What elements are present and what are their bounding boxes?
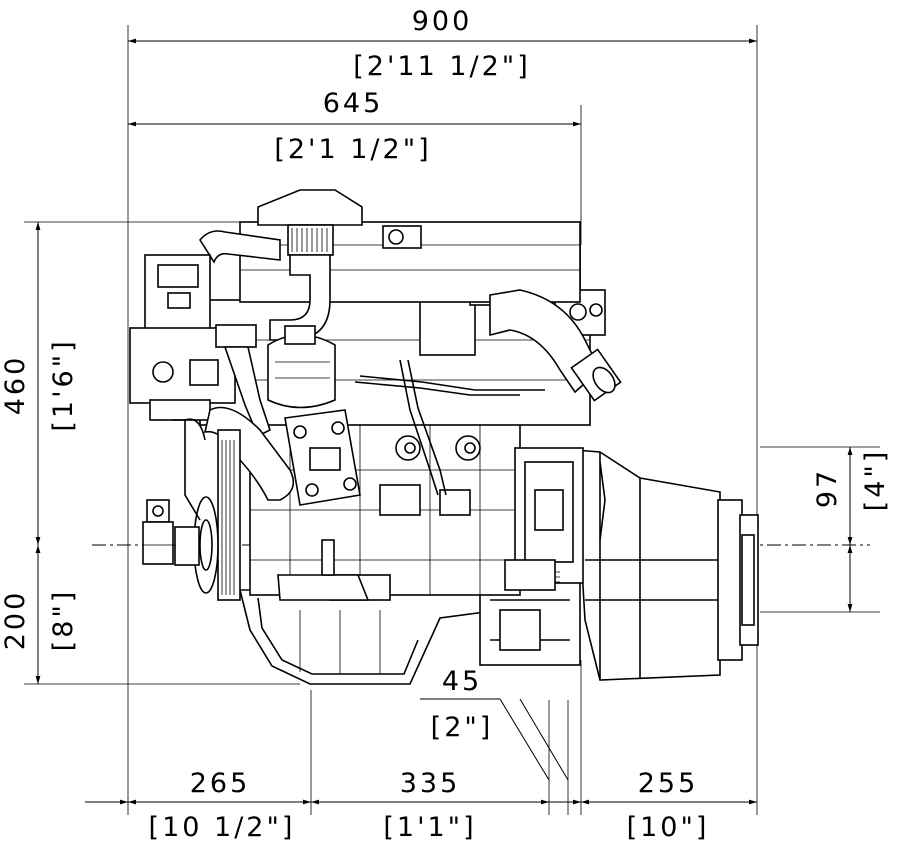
oil-cooler: [284, 409, 361, 506]
air-filter: [257, 189, 363, 256]
dim-460-imperial: [1'6"]: [48, 338, 79, 431]
dim-97-value: 97: [812, 468, 843, 508]
dim-645-value: 645: [323, 88, 384, 119]
dim-45-value: 45: [442, 666, 482, 697]
dim-900-value: 900: [412, 6, 473, 37]
dim-460-value: 460: [0, 355, 31, 416]
oil-filter: [267, 325, 336, 409]
dim-900-imperial: [2'11 1/2"]: [353, 51, 530, 82]
dim-97-imperial: [4"]: [860, 449, 891, 512]
dim-255-value: 255: [638, 768, 699, 799]
dim-265-value: 265: [190, 768, 251, 799]
dimension-lines: [24, 25, 880, 815]
dimension-labels: 900 [2'11 1/2"] 645 [2'1 1/2"] 460 [1'6"…: [0, 6, 891, 843]
top-sensor: [382, 225, 422, 249]
oil-filler: [215, 324, 271, 438]
dim-200-value: 200: [0, 590, 31, 651]
return-pipe-2: [407, 359, 447, 496]
fuel-pipes: [354, 375, 545, 396]
flywheel-housing: [479, 579, 581, 666]
dim-265-imperial: [10 1/2"]: [149, 812, 296, 843]
intake-elbow: [269, 254, 331, 341]
engine-illustration: [129, 189, 759, 685]
rear-mount-bracket: [504, 559, 556, 591]
electrical-box: [129, 254, 236, 421]
upper-hose: [199, 230, 281, 264]
gearbox-housing: [574, 449, 759, 681]
dim-645-imperial: [2'1 1/2"]: [274, 134, 431, 165]
dim-45-imperial: [2"]: [431, 712, 494, 743]
return-pipe: [399, 359, 439, 496]
water-pump: [142, 418, 206, 565]
dim-335-imperial: [1'1"]: [383, 812, 476, 843]
exhaust-elbow: [489, 289, 622, 402]
dim-200-imperial: [8"]: [48, 589, 79, 652]
crank-pulley: [174, 429, 241, 601]
dim-335-value: 335: [400, 768, 461, 799]
dim-255-imperial: [10"]: [627, 812, 710, 843]
front-engine-mount: [277, 539, 370, 601]
